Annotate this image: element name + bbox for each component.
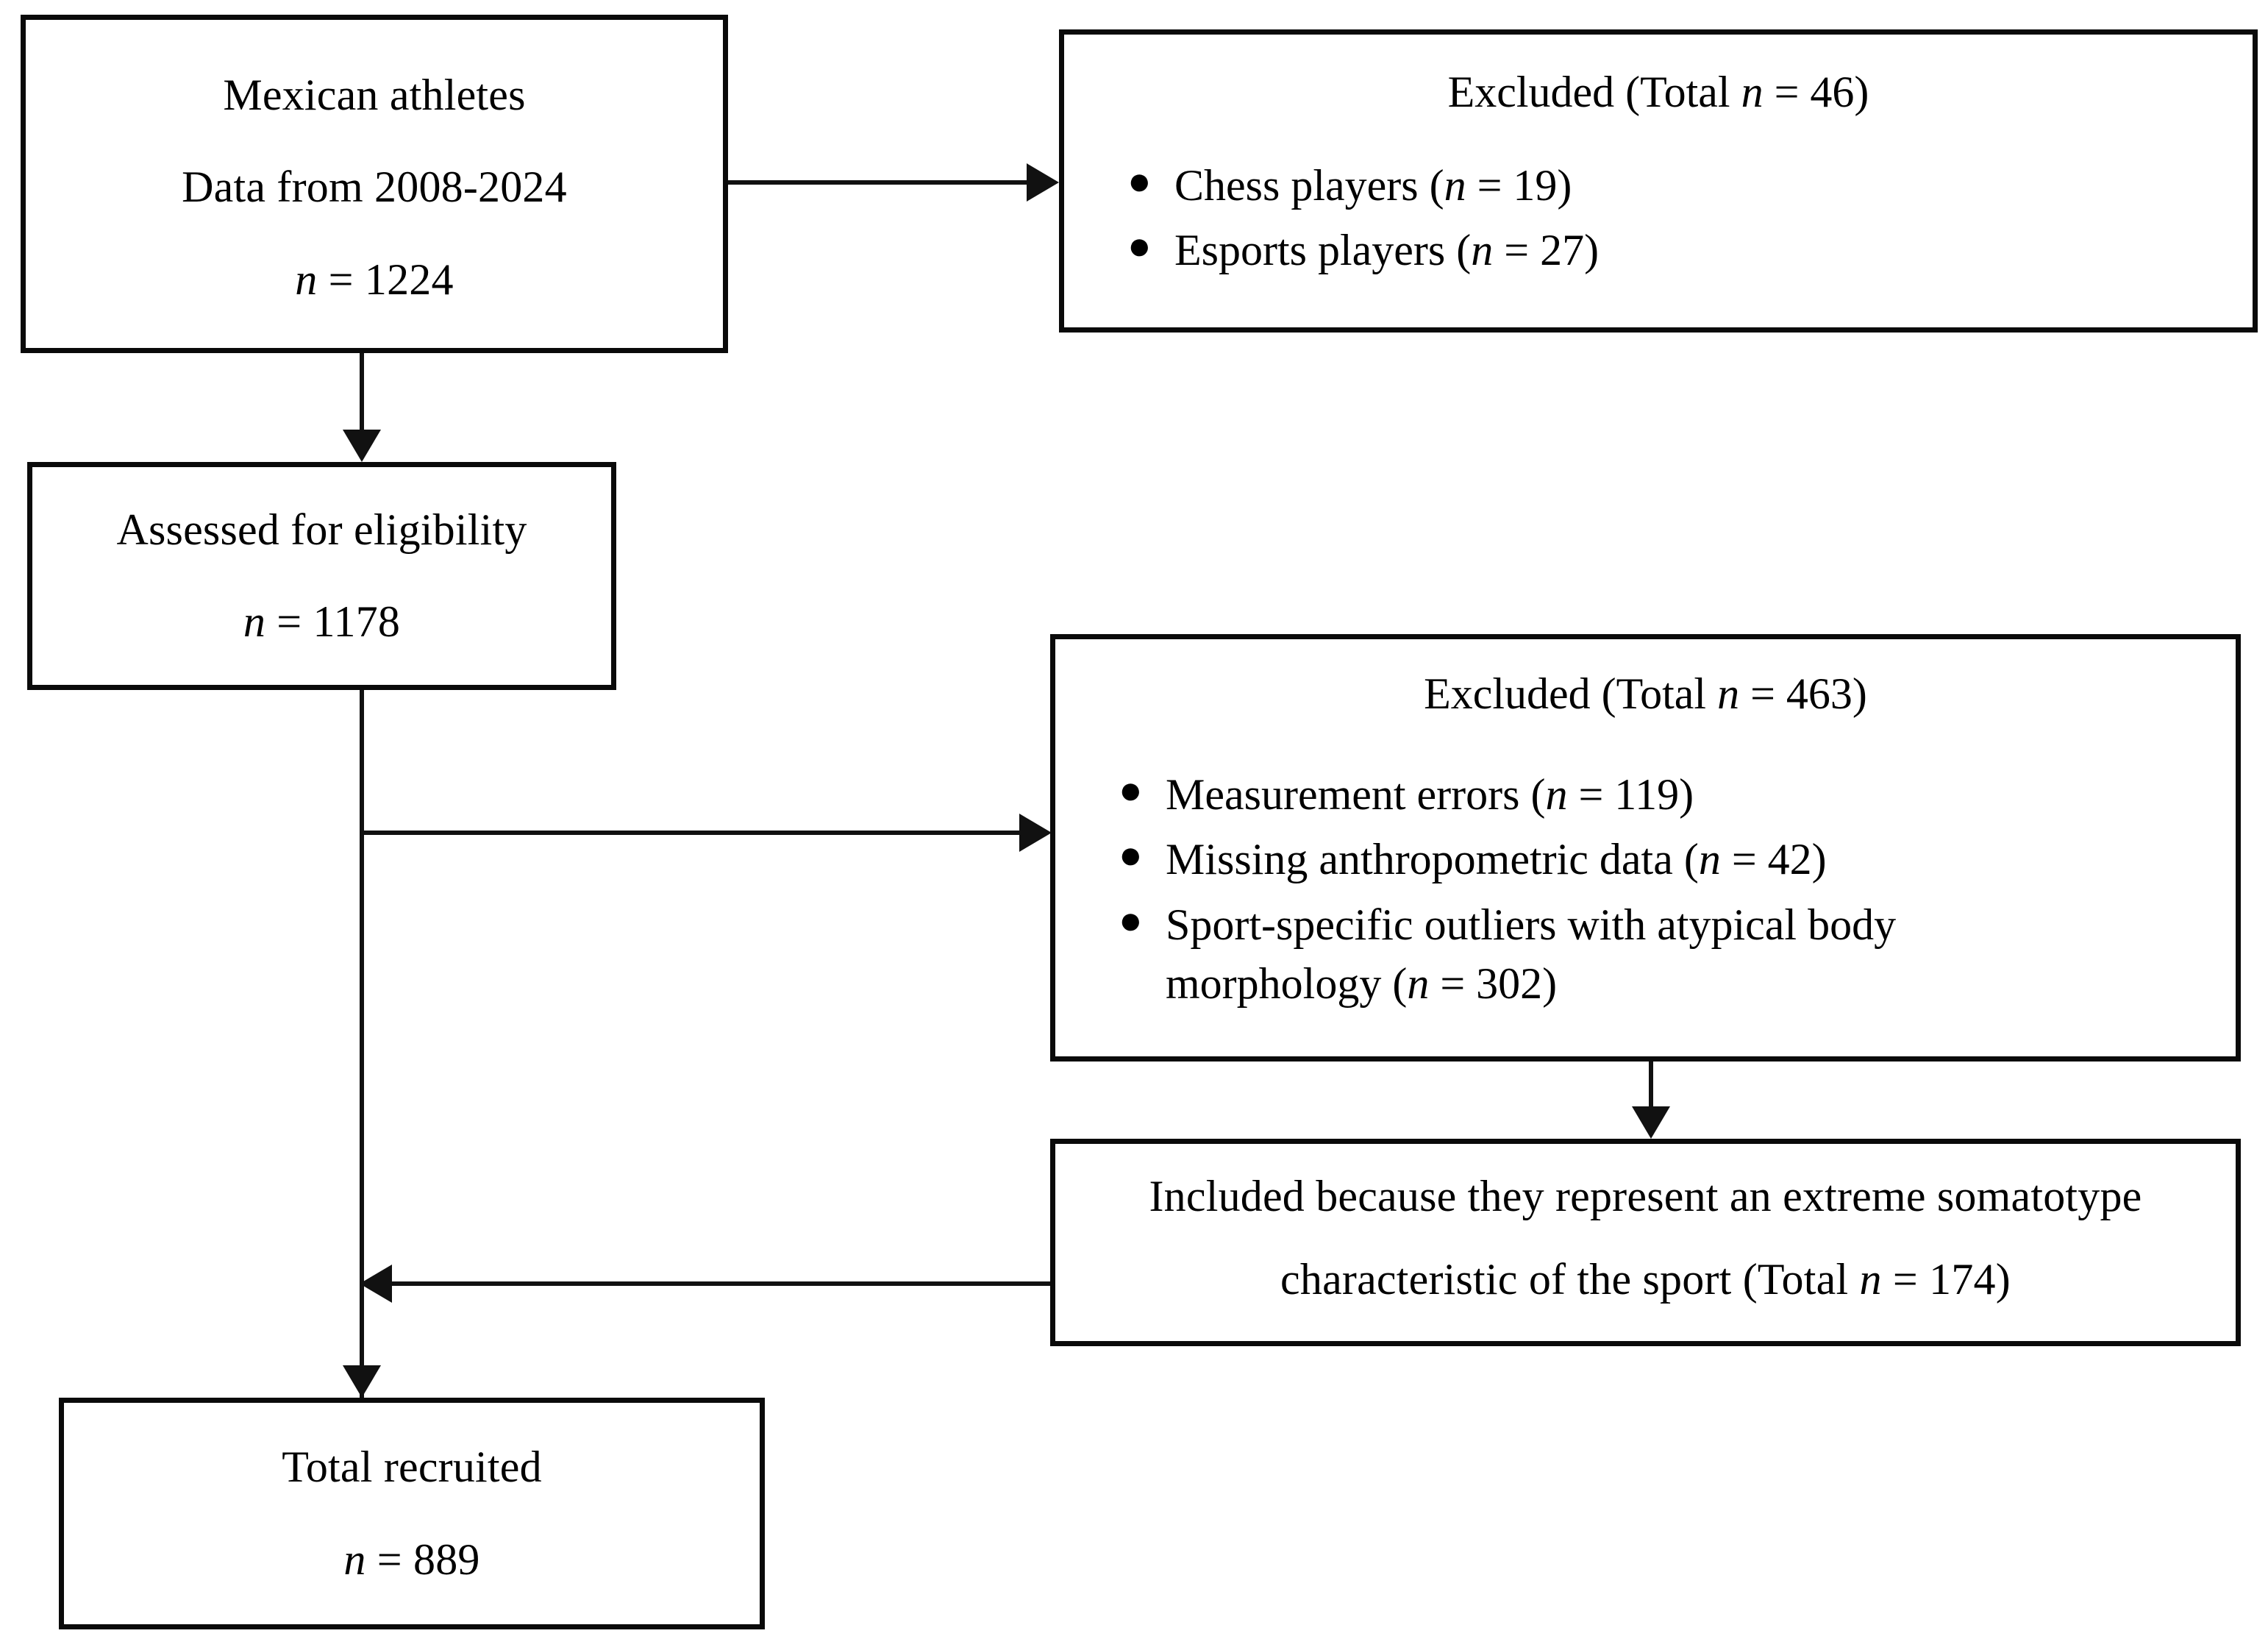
recruited-n-value: = 889 [365, 1535, 480, 1584]
recruited-line-1: Total recruited [282, 1443, 542, 1492]
excluded-second-bullet-0-post: = 119) [1567, 770, 1694, 819]
reincluded-line-2-n: n [1859, 1255, 1882, 1304]
connector-source-to-excluded-first [728, 180, 1031, 185]
excluded-first-bullet-0-pre: Chess players ( [1174, 161, 1444, 210]
source-line-1: Mexican athletes [223, 71, 526, 120]
excluded-first-bullet-1-post: = 27) [1493, 226, 1600, 275]
excluded-first-bullet-0-post: = 19) [1466, 161, 1572, 210]
excluded-first-bullet-1-pre: Esports players ( [1174, 226, 1472, 275]
reincluded-line-1: Included because they represent an extre… [1149, 1172, 2142, 1220]
source-n-value: = 1224 [317, 255, 454, 304]
node-source-population: Mexican athletes Data from 2008-2024 n =… [21, 15, 728, 353]
bullet-dot-icon: ● [1119, 768, 1143, 812]
excluded-second-bullet-1-post: = 42) [1720, 835, 1827, 884]
eligibility-n-symbol: n [243, 597, 266, 646]
excluded-first-header-pre: Excluded (Total [1447, 68, 1741, 116]
connector-reincluded-to-spine [390, 1281, 1052, 1286]
excluded-first-header-n: n [1741, 68, 1764, 116]
excluded-first-bullet-1-n: n [1471, 226, 1494, 275]
node-excluded-second: Excluded (Total n = 463) ● Measurement er… [1050, 634, 2241, 1062]
reincluded-line-2: characteristic of the sport (Total n = 1… [1055, 1255, 2236, 1304]
excluded-second-bullet-2-post: = 302) [1429, 959, 1558, 1009]
excluded-second-bullet-list: ●Measurement errors (n = 119) ●Missing a… [1055, 765, 2236, 1020]
node-excluded-first: Excluded (Total n = 46) ● Chess players (… [1059, 29, 2258, 333]
eligibility-line-1: Assessed for eligibility [116, 505, 527, 554]
excluded-second-bullet-2-n: n [1407, 959, 1430, 1009]
eligibility-sample-size: n = 1178 [32, 597, 611, 647]
excluded-first-bullet-list: ●Chess players (n = 19) ●Esports players… [1064, 156, 2253, 286]
arrowhead-excluded-second-to-reincluded [1632, 1106, 1670, 1139]
node-total-recruited: Total recruited n = 889 [59, 1398, 765, 1629]
bullet-dot-icon: ● [1119, 897, 1143, 942]
arrowhead-source-to-eligibility [343, 430, 381, 462]
source-line-2: Data from 2008-2024 [182, 163, 567, 212]
recruited-n-symbol: n [343, 1535, 366, 1584]
arrowhead-spine-to-recruited [343, 1365, 381, 1398]
arrowhead-source-to-excluded-first [1027, 163, 1059, 202]
source-sample-size: n = 1224 [26, 255, 723, 305]
bullet-dot-icon: ● [1119, 833, 1143, 878]
list-item: ● Chess players (n = 19) [1064, 156, 2253, 215]
excluded-second-bullet-1-pre: Missing anthropometric data ( [1166, 835, 1699, 884]
connector-spine-to-excluded-second [362, 831, 1024, 835]
list-item: ● Sport-specific outliers with atypical b… [1055, 895, 2118, 1014]
node-reincluded-extreme-somatotype: Included because they represent an extre… [1050, 1139, 2241, 1346]
recruited-sample-size: n = 889 [64, 1535, 760, 1585]
connector-eligibility-spine [360, 690, 364, 1418]
list-item: ● Measurement errors (n = 119) [1055, 765, 2118, 824]
list-item: ● Esports players (n = 27) [1064, 221, 2253, 280]
excluded-first-header-post: = 46) [1763, 68, 1869, 116]
eligibility-n-value: = 1178 [265, 597, 401, 646]
excluded-second-header: Excluded (Total n = 463) [1055, 669, 2236, 719]
list-item: ● Missing anthropometric data (n = 42) [1055, 830, 2118, 889]
node-assessed-for-eligibility: Assessed for eligibility n = 1178 [27, 462, 616, 690]
bullet-dot-icon: ● [1127, 159, 1152, 203]
excluded-second-bullet-0-n: n [1545, 770, 1568, 819]
excluded-second-header-pre: Excluded (Total [1424, 669, 1718, 718]
excluded-second-header-post: = 463) [1739, 669, 1867, 718]
excluded-second-header-n: n [1717, 669, 1740, 718]
excluded-first-bullet-0-n: n [1444, 161, 1466, 210]
bullet-dot-icon: ● [1127, 224, 1152, 269]
excluded-second-bullet-0-pre: Measurement errors ( [1166, 770, 1546, 819]
excluded-second-bullet-1-n: n [1698, 835, 1721, 884]
reincluded-line-2-post: = 174) [1881, 1255, 2011, 1304]
source-n-symbol: n [295, 255, 318, 304]
connector-excluded-second-to-reincluded [1649, 1062, 1653, 1112]
excluded-first-header: Excluded (Total n = 46) [1064, 67, 2253, 118]
connector-source-to-eligibility [360, 353, 364, 434]
reincluded-line-2-pre: characteristic of the sport (Total [1280, 1255, 1860, 1304]
excluded-second-bullet-2-pre: Sport-specific outliers with atypical bo… [1166, 900, 1897, 1009]
arrowhead-reincluded-to-spine [360, 1265, 392, 1303]
arrowhead-spine-to-excluded-second [1019, 814, 1052, 852]
